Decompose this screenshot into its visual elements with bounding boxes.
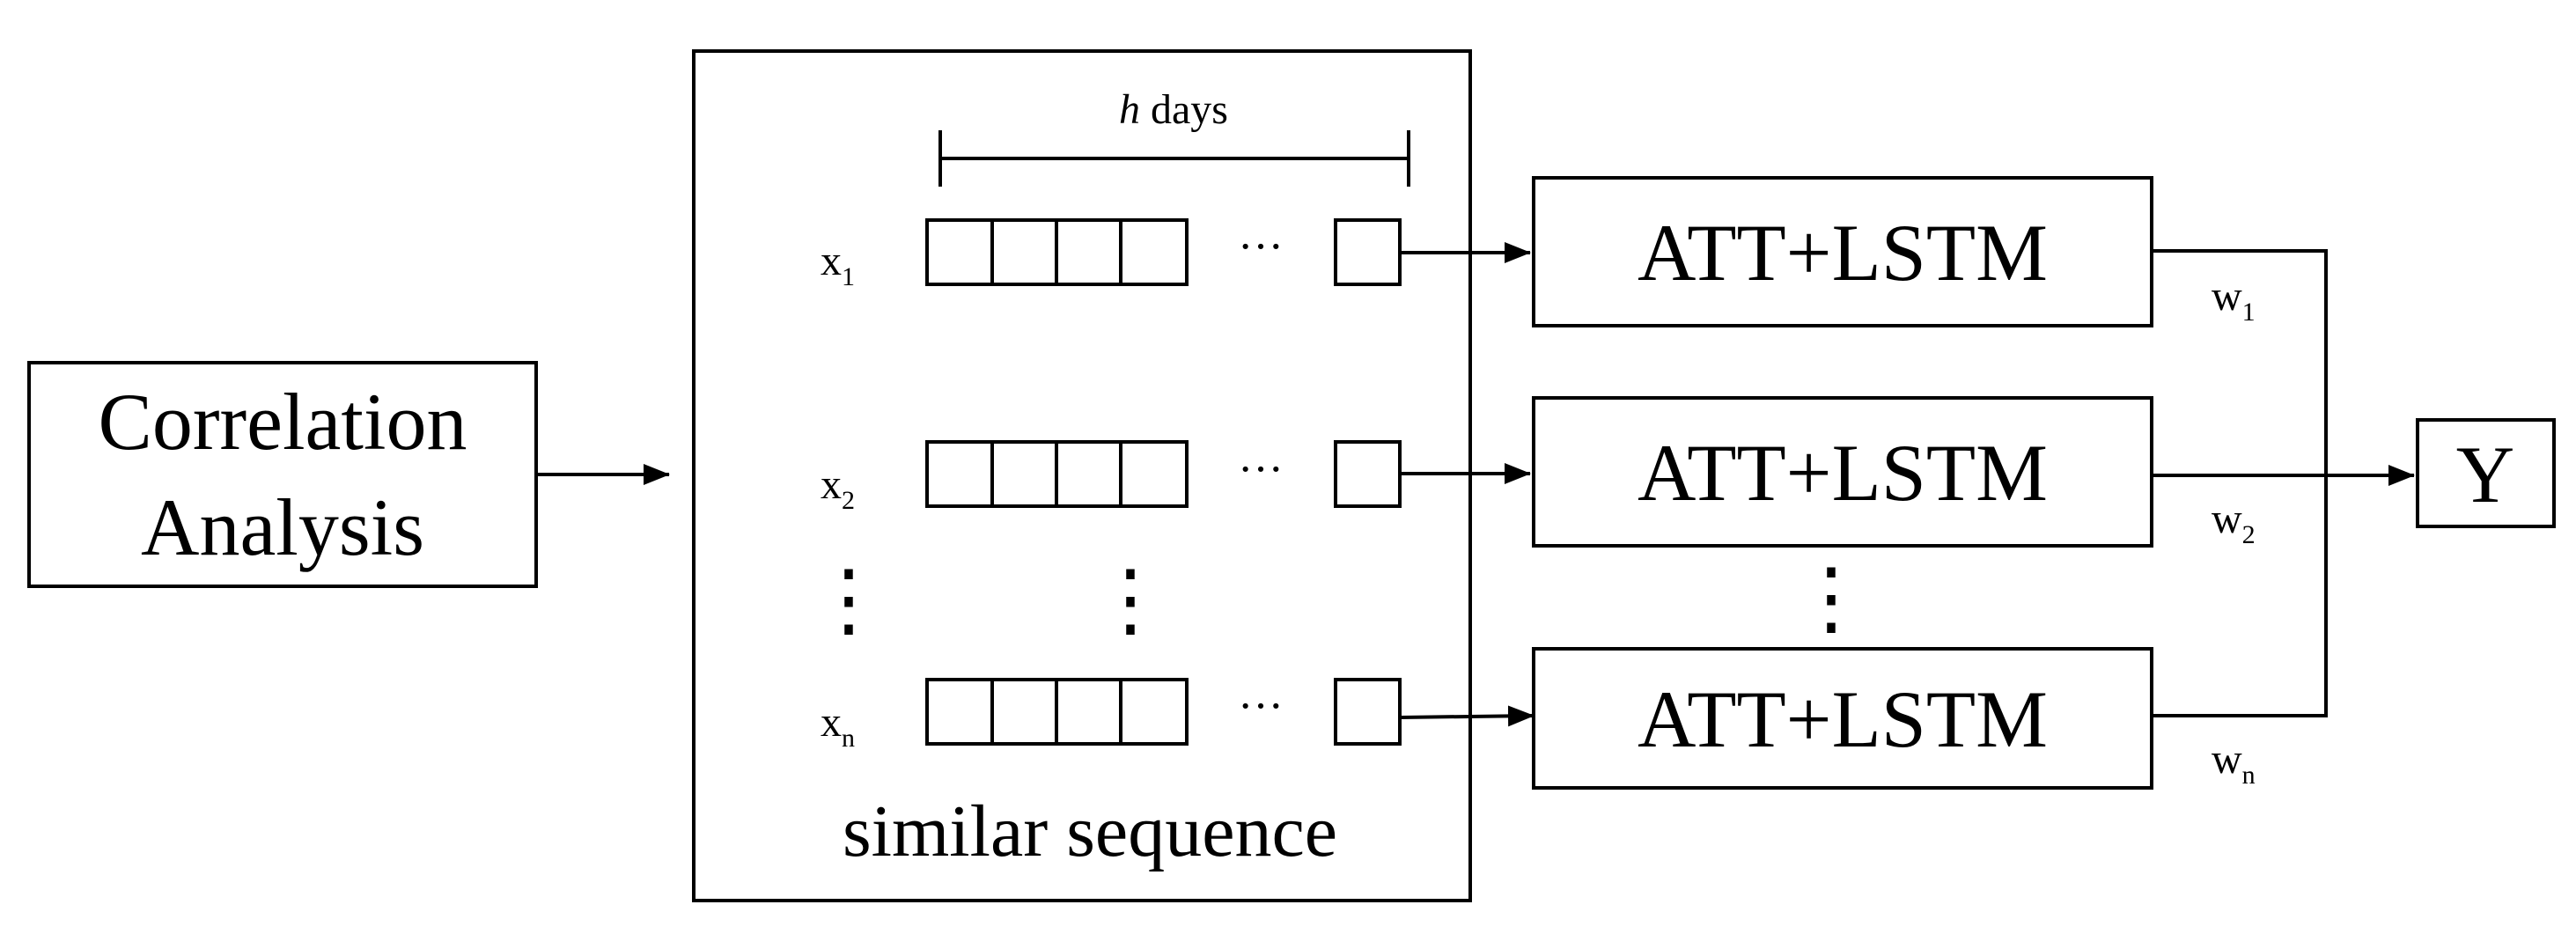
output-label: Y bbox=[2456, 430, 2514, 519]
row-2-cells bbox=[925, 440, 1402, 508]
row-n-hdots: ··· bbox=[1238, 681, 1284, 732]
row-1-hdots: ··· bbox=[1238, 222, 1284, 272]
merge-connectors bbox=[2152, 249, 2328, 717]
cells-vdots: ⋮ bbox=[1090, 555, 1171, 644]
row-1-variable: x1 bbox=[821, 238, 855, 291]
correlation-label-line1: Correlation bbox=[99, 377, 467, 467]
weight-n: wn bbox=[2212, 736, 2256, 790]
correlation-label-line2: Analysis bbox=[141, 482, 424, 572]
row-1-cells bbox=[925, 218, 1402, 286]
model-1-label: ATT+LSTM bbox=[1638, 208, 2048, 298]
model-box-2: ATT+LSTM bbox=[1532, 396, 2153, 548]
sequence-row-n: xn ··· bbox=[821, 678, 1402, 753]
row-n-variable: xn bbox=[821, 699, 855, 753]
window-length-bracket: h days bbox=[938, 86, 1410, 187]
row-n-cells bbox=[925, 678, 1402, 746]
similar-sequence-box: h days x1 ··· x2 ··· bbox=[692, 49, 1472, 902]
arrow-row-n-to-model-n bbox=[1399, 705, 1535, 727]
model-2-label: ATT+LSTM bbox=[1638, 428, 2048, 518]
window-length-label: h days bbox=[1119, 86, 1228, 133]
output-box: Y bbox=[2416, 418, 2556, 528]
sequence-row-2: x2 ··· bbox=[821, 440, 1402, 515]
model-box-1: ATT+LSTM bbox=[1532, 176, 2153, 327]
correlation-analysis-box: Correlation Analysis bbox=[27, 361, 538, 588]
variable-vdots: ⋮ bbox=[808, 555, 889, 644]
model-vdots: ⋮ bbox=[1791, 553, 1872, 643]
model-n-label: ATT+LSTM bbox=[1638, 674, 2048, 764]
weight-1: w1 bbox=[2212, 273, 2256, 327]
sequence-row-1: x1 ··· bbox=[821, 218, 1402, 291]
similar-sequence-caption: similar sequence bbox=[843, 791, 1337, 872]
row-2-variable: x2 bbox=[821, 461, 855, 515]
model-box-n: ATT+LSTM bbox=[1532, 647, 2153, 790]
weight-2: w2 bbox=[2212, 496, 2256, 549]
row-2-hdots: ··· bbox=[1238, 445, 1284, 495]
